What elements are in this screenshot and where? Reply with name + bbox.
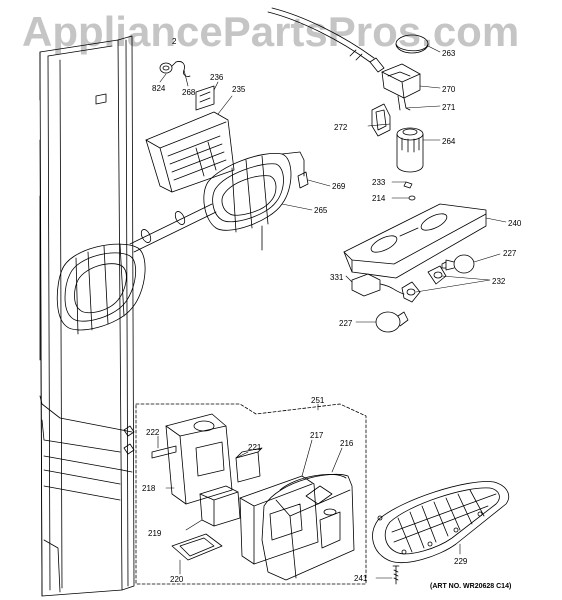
part-217-panel — [239, 475, 319, 565]
label-264: 264 — [442, 137, 456, 146]
leader-lines — [157, 45, 507, 579]
suction-tube — [129, 203, 217, 253]
label-217: 217 — [310, 431, 324, 440]
part-232-socket-lower — [401, 281, 421, 303]
label-240: 240 — [508, 219, 522, 228]
part-214-washer — [408, 195, 416, 201]
label-220: 220 — [170, 575, 184, 584]
part-227-bulb-right — [441, 254, 475, 274]
part-824-fitting — [159, 62, 173, 74]
label-241: 241 — [354, 574, 368, 583]
part-219-insulation — [199, 485, 241, 527]
left-coil-assembly — [56, 243, 146, 335]
label-216: 216 — [340, 439, 354, 448]
part-241-screw — [392, 565, 400, 585]
part-labels: 263 270 271 272 264 233 214 240 227 232 … — [142, 37, 522, 590]
label-232: 232 — [492, 277, 506, 286]
part-221-block — [235, 447, 263, 483]
label-214: 214 — [372, 194, 386, 203]
label-265: 265 — [314, 206, 328, 215]
label-229: 229 — [454, 557, 468, 566]
label-236: 236 — [210, 73, 224, 82]
label-331: 331 — [330, 273, 344, 282]
part-233-screw — [403, 181, 413, 189]
part-268-spring — [171, 61, 191, 77]
part-229-basket — [372, 481, 510, 563]
part-264-cartridge — [396, 127, 424, 173]
label-268: 268 — [182, 88, 196, 97]
part-272-bracket — [371, 103, 391, 137]
refrigerator-cabinet — [39, 35, 135, 597]
label-219: 219 — [148, 529, 162, 538]
label-221: 221 — [248, 443, 262, 452]
label-269: 269 — [332, 182, 346, 191]
label-824: 824 — [152, 84, 166, 93]
part-251-duct-kit-box — [135, 403, 367, 585]
label-222: 222 — [146, 428, 160, 437]
part-218-duct — [165, 413, 233, 505]
art-number: (ART NO. WR20628 C14) — [430, 583, 511, 590]
part-235-cover — [145, 111, 235, 193]
part-220-gasket — [171, 533, 223, 561]
label-272: 272 — [334, 123, 348, 132]
label-233: 233 — [372, 178, 386, 187]
label-227-right: 227 — [503, 249, 517, 258]
label-227-left: 227 — [339, 319, 353, 328]
part-269-fitting — [297, 171, 309, 189]
label-218: 218 — [142, 484, 156, 493]
part-216-duct-cover — [261, 473, 355, 581]
part-240-light-cover — [343, 203, 487, 279]
part-232-socket-upper — [427, 265, 447, 285]
label-270: 270 — [442, 85, 456, 94]
label-263: 263 — [442, 49, 456, 58]
label-251: 251 — [311, 396, 325, 405]
part-331-harness — [351, 273, 405, 297]
label-235: 235 — [232, 85, 246, 94]
part-222-strip — [151, 445, 177, 459]
part-270-housing — [381, 63, 421, 99]
part-263-cap — [395, 34, 429, 54]
water-tube-top — [267, 7, 385, 73]
part-227-bulb-left — [375, 311, 409, 333]
label-2x: 2 — [172, 37, 177, 46]
label-271: 271 — [442, 103, 456, 112]
part-236-cover — [195, 85, 215, 111]
part-265-coil — [203, 151, 305, 251]
